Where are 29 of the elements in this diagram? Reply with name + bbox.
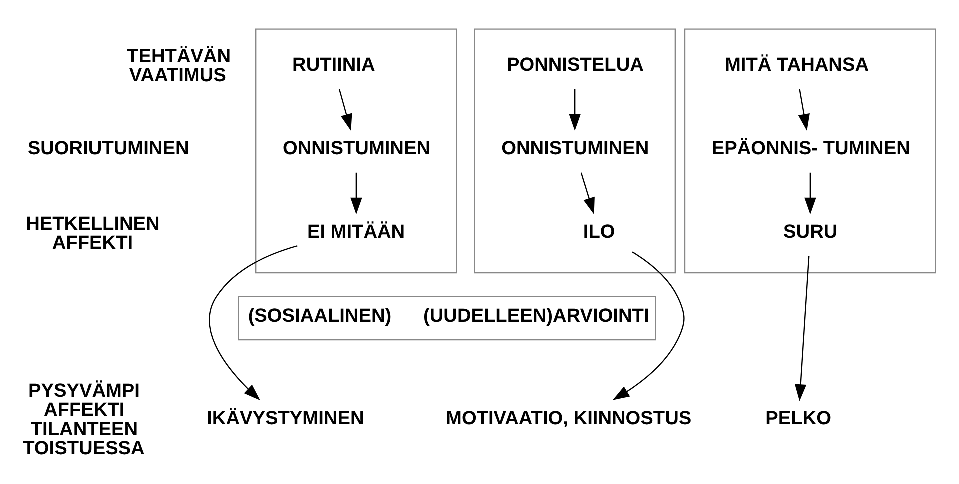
cluster xyxy=(474,28,676,274)
node-text: ONNISTUMINEN xyxy=(282,138,431,160)
node-text: MOTIVAATIO, KIINNOSTUS xyxy=(446,408,692,430)
arrow xyxy=(580,172,595,215)
arrow xyxy=(612,252,685,400)
node-text: SURU xyxy=(784,222,838,244)
node-text: PELKO xyxy=(766,408,832,430)
arrow xyxy=(804,172,816,215)
label: SUORIUTUMINEN xyxy=(28,138,190,160)
node-text: IKÄVYSTYMINEN xyxy=(207,408,364,430)
arrow xyxy=(798,89,810,132)
node-text: EPÄONNIS- TUMINEN xyxy=(712,138,910,160)
node-text: ONNISTUMINEN xyxy=(502,138,650,160)
label: HETKELLINEN AFFEKTI xyxy=(26,214,160,254)
node-text: ILO xyxy=(583,222,616,244)
arrow xyxy=(794,256,810,402)
arrow xyxy=(209,245,298,401)
node-text: EI MITÄÄN xyxy=(307,222,406,244)
cluster xyxy=(684,28,936,274)
arrow xyxy=(350,172,362,215)
arrow xyxy=(569,89,581,132)
label: TEHTÄVÄN VAATIMUS xyxy=(127,46,232,87)
arrow xyxy=(338,89,352,131)
node-text: MITÄ TAHANSA xyxy=(725,54,870,76)
node-text: PONNISTELUA xyxy=(506,54,644,76)
node-box: (SOSIAALINEN) (UUDELLEEN)ARVIOINTI xyxy=(238,296,656,341)
label: PYSYVÄMPI AFFEKTI TILANTEEN TOISTUESSA xyxy=(23,381,145,460)
cluster xyxy=(255,28,458,274)
node-text: RUTIINIA xyxy=(292,54,376,76)
